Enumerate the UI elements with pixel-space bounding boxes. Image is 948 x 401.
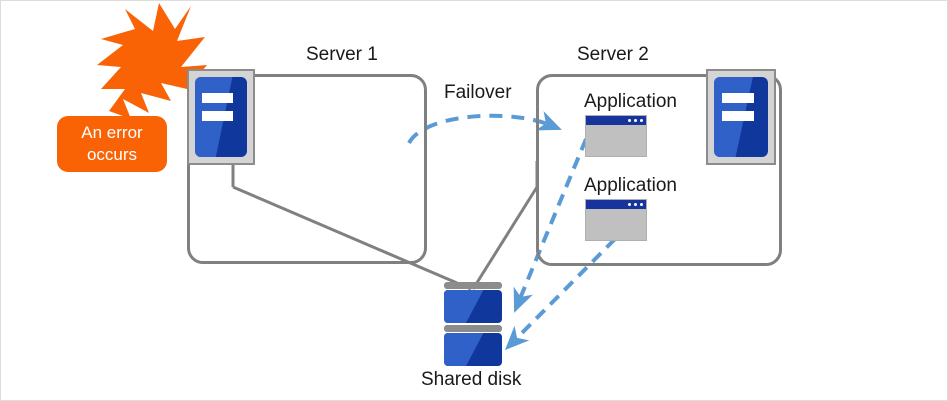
failover-arrow — [407, 111, 562, 145]
shared-disk-label: Shared disk — [421, 369, 522, 390]
server1-box — [187, 74, 427, 264]
app-window-icon — [585, 115, 647, 157]
app-window-icon — [585, 199, 647, 241]
application-2-label: Application — [584, 175, 677, 196]
shared-disk-bar-1 — [444, 282, 502, 289]
failover-label: Failover — [444, 82, 512, 103]
server2-label: Server 2 — [577, 44, 649, 65]
server2-to-disk-line — [471, 186, 539, 290]
app1-to-disk-arrow — [513, 138, 588, 313]
shared-disk-bar-2 — [444, 325, 502, 332]
server2-box — [536, 74, 782, 266]
server-icon — [706, 69, 776, 165]
app2-to-disk-arrow — [504, 237, 617, 351]
server-icon — [187, 69, 255, 165]
error-badge: An error occurs — [57, 116, 167, 172]
shared-disk-unit-1 — [444, 290, 502, 323]
server1-label: Server 1 — [306, 44, 378, 65]
shared-disk-unit-2 — [444, 333, 502, 366]
error-badge-line1: An error — [81, 123, 143, 142]
lightning-burst-icon — [97, 3, 207, 119]
error-badge-line2: occurs — [86, 145, 138, 164]
application-1-label: Application — [584, 91, 677, 112]
server1-to-disk-line — [232, 185, 472, 291]
